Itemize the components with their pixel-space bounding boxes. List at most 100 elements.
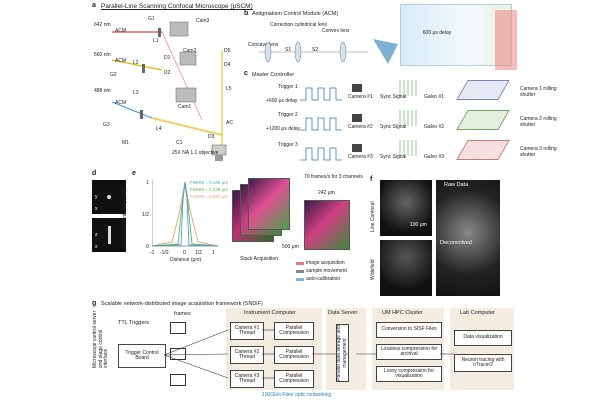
acm-correction-lens: Correction cylindrical lens bbox=[270, 22, 327, 28]
component-g1: G1 bbox=[148, 16, 155, 22]
panel-g-letter: g bbox=[92, 300, 97, 307]
component-cam3: Cam3 bbox=[196, 18, 210, 24]
panel-b-title: Astigmatism Control Module (ACM) bbox=[252, 11, 339, 17]
sync-label-2: Sync Signal bbox=[380, 124, 407, 130]
panel-b-letter: b bbox=[244, 10, 249, 17]
y-tick-half: 1/2 bbox=[142, 212, 149, 218]
hpc-lossless: Lossless compression for archival bbox=[376, 344, 442, 360]
component-cam1: Cam1 bbox=[178, 104, 192, 110]
component-acm-1: ACM bbox=[115, 28, 127, 34]
ttl-triggers-label: TTL Triggers bbox=[118, 320, 149, 326]
trigger-3-label: Trigger 3 bbox=[278, 142, 298, 148]
panel-a-optics-diagram bbox=[111, 21, 227, 161]
row-label-widefield: Widefield bbox=[370, 259, 376, 280]
scale-500-label: 500 μm bbox=[282, 244, 299, 250]
component-cam2: Cam2 bbox=[183, 48, 197, 54]
x-tick-0: 0 bbox=[183, 250, 186, 256]
lab-computer-title: Lab Computer bbox=[460, 310, 495, 316]
x-tick-mhalf: -1/2 bbox=[160, 250, 169, 256]
component-l1: L1 bbox=[153, 38, 159, 44]
galvo-3-label: Galvo #3 bbox=[424, 154, 445, 160]
camera-1-label: Camera #1 bbox=[348, 94, 373, 100]
wavelength-488: 488 nm bbox=[94, 88, 111, 94]
camera-2-thread: Camera #2 Thread bbox=[230, 346, 264, 364]
lab-computer-panel bbox=[450, 308, 514, 390]
deconvolved-label: Deconvolved bbox=[440, 240, 472, 246]
trigger-2-label: Trigger 2 bbox=[278, 112, 298, 118]
camera-1-icon bbox=[352, 84, 362, 92]
monitor-2-icon bbox=[170, 348, 186, 360]
component-acm-2: ACM bbox=[115, 58, 127, 64]
shutter-3-graphic bbox=[456, 140, 510, 160]
psf-xz-image: x z bbox=[92, 218, 126, 252]
hpc-lossy: Lossy compression for visualization bbox=[376, 366, 442, 382]
microscope-control-label: Microscope control server and stage cont… bbox=[92, 310, 109, 368]
sync-label-1: Sync Signal bbox=[380, 94, 407, 100]
component-ac: AC bbox=[226, 120, 233, 126]
parallel-compression-2: Parallel Compression bbox=[274, 346, 314, 364]
component-d1: D1 bbox=[164, 55, 171, 61]
camera-3-label: Camera #3 bbox=[348, 154, 373, 160]
panel-f-letter: f bbox=[370, 176, 373, 183]
trigger-3-delay: +1200 μs delay bbox=[266, 126, 301, 132]
x-tick-1: 1 bbox=[212, 250, 215, 256]
legend-acquisition: image acquisition bbox=[306, 260, 345, 266]
legend-swatch-movement bbox=[296, 270, 304, 273]
scan-volume-illustration bbox=[400, 4, 512, 66]
y-axis-label: Normalized Intensity (AU) bbox=[122, 189, 128, 246]
galvo-1-label: Galvo #1 bbox=[424, 94, 445, 100]
acm-concave-lens: Concave lens bbox=[248, 42, 279, 48]
component-g2: G2 bbox=[110, 72, 117, 78]
x-tick-m1: -1 bbox=[150, 250, 155, 256]
panel-c-title: Master Controller bbox=[252, 72, 295, 78]
shutter-2-graphic bbox=[456, 110, 510, 130]
y-tick-0: 0 bbox=[146, 244, 149, 250]
widefield-overview bbox=[380, 240, 432, 296]
legend-movement: sample movement bbox=[306, 268, 347, 274]
shutter-2-label: Camera 2 rolling shutter bbox=[520, 116, 557, 128]
component-l4: L4 bbox=[156, 126, 162, 132]
panel-a-letter: a bbox=[92, 2, 96, 9]
trigger-control-board: Trigger Control Board bbox=[118, 344, 166, 368]
frames-per-second-label: 70 frames/s for 3 channels bbox=[304, 174, 363, 180]
frames-label: frames bbox=[174, 311, 191, 317]
sync-waveforms bbox=[300, 80, 417, 161]
legend-swatch-acquisition bbox=[296, 262, 304, 265]
trigger-1-label: Trigger 1 bbox=[278, 84, 298, 90]
sync-label-3: Sync Signal bbox=[380, 154, 407, 160]
shutter-1-label: Camera 1 rolling shutter bbox=[520, 86, 557, 98]
component-m1: M1 bbox=[122, 140, 129, 146]
component-d2: D2 bbox=[164, 70, 171, 76]
pipeline-arrows bbox=[163, 329, 454, 379]
camera-2-label: Camera #2 bbox=[348, 124, 373, 130]
panel-g-title: Scalable network-distributed image acqui… bbox=[101, 301, 263, 307]
shutter-3-label: Camera 3 rolling shutter bbox=[520, 146, 557, 158]
panel-c-letter: c bbox=[244, 70, 248, 77]
legend-fwhm-2: FWHM = 0.238 μm bbox=[190, 187, 228, 192]
component-l5: L5 bbox=[226, 86, 232, 92]
psf-profile-plot bbox=[152, 180, 218, 247]
camera-3-thread: Camera #3 Thread bbox=[230, 370, 264, 388]
parallel-compression-3: Parallel Compression bbox=[274, 370, 314, 388]
delay-label: 600 μs delay bbox=[422, 30, 452, 36]
legend-fwhm-1: FWHM = 0.135 μm bbox=[190, 180, 228, 185]
hpc-conversion: Conversion to SISF Files bbox=[376, 322, 442, 338]
stack-frame-3 bbox=[248, 178, 290, 230]
component-l3: L3 bbox=[133, 90, 139, 96]
component-d3: D3 bbox=[208, 134, 215, 140]
confocal-overview bbox=[380, 180, 432, 236]
galvo-2-label: Galvo #2 bbox=[424, 124, 445, 130]
hpc-cluster-title: UM HPC Cluster bbox=[382, 310, 423, 316]
component-l2: L2 bbox=[133, 60, 139, 66]
raw-deconvolved-zoom bbox=[436, 180, 500, 296]
psf-xy-image: x y bbox=[92, 180, 126, 214]
wavelength-560: 560 nm bbox=[94, 52, 111, 58]
lab-visualization: Data visualization bbox=[454, 330, 512, 346]
camera-2-icon bbox=[352, 114, 362, 122]
panel-a-title: Parallel-Line Scanning Confocal Microsco… bbox=[101, 3, 253, 10]
component-c1: C1 bbox=[176, 140, 183, 146]
row-label-confocal: Line Confocal bbox=[370, 201, 376, 232]
x-tick-half: 1/2 bbox=[195, 250, 202, 256]
component-acm-3: ACM bbox=[115, 100, 127, 106]
component-g3: G3 bbox=[103, 122, 110, 128]
